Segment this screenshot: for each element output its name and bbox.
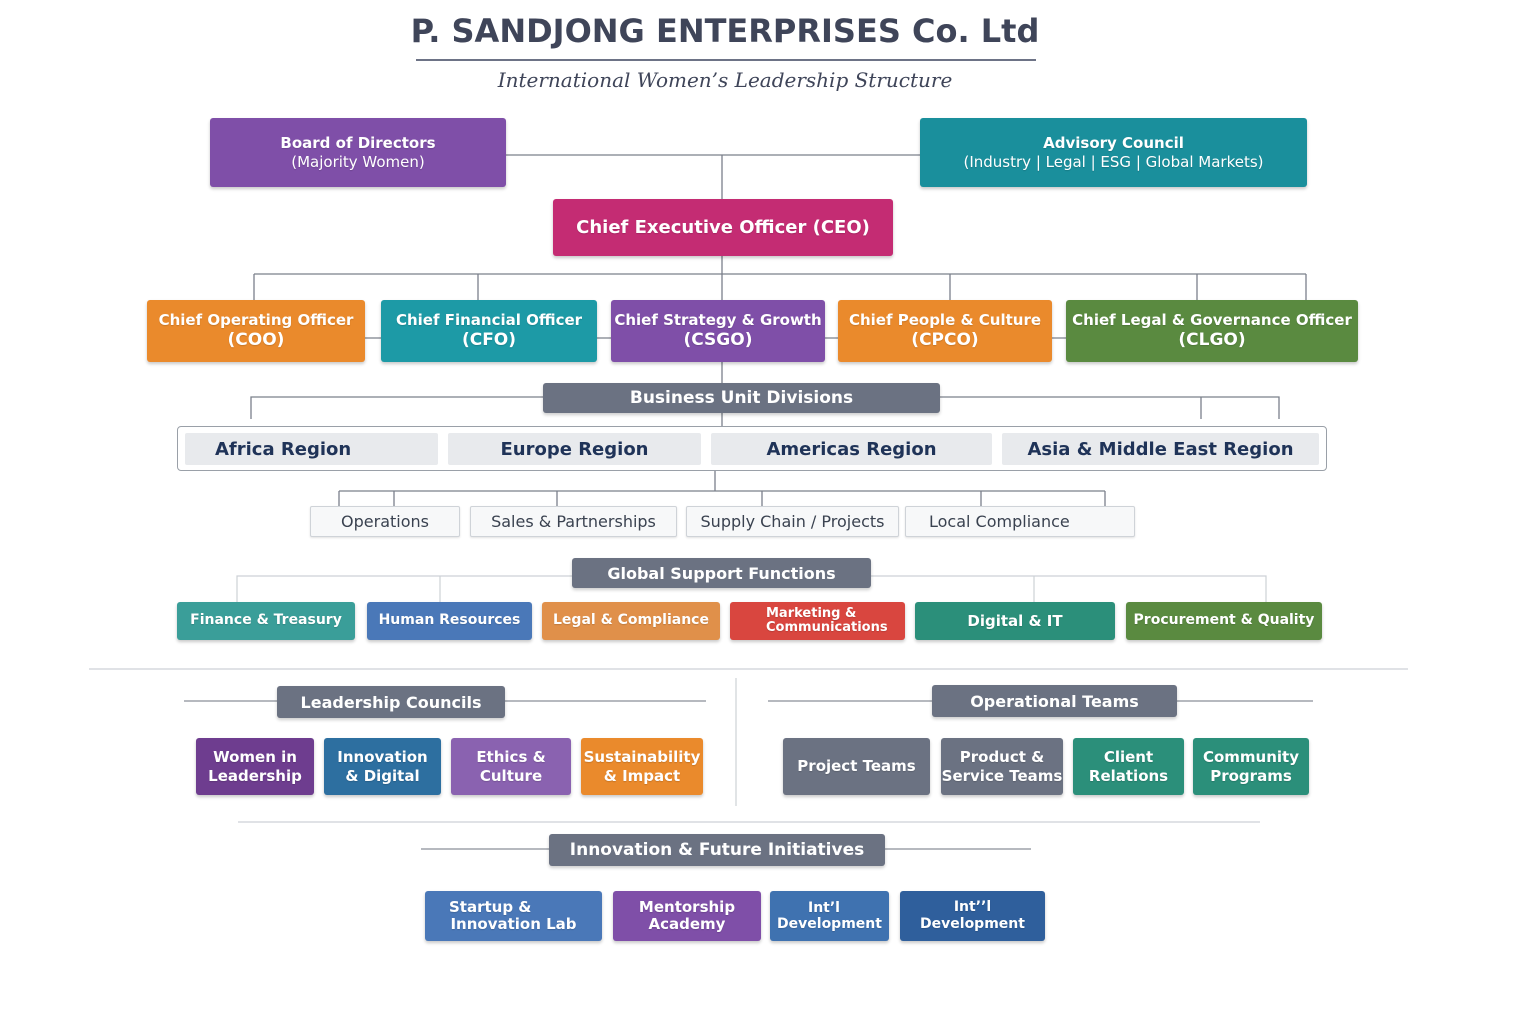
region-americas: Americas Region	[711, 433, 992, 465]
initiative-intl-development: Int’l Development	[770, 891, 889, 941]
support-marketing-communications: Marketing & Communications	[730, 602, 905, 640]
board-of-directors-box: Board of Directors (Majority Women)	[210, 118, 506, 187]
support-digital-it: Digital & IT	[915, 602, 1115, 640]
exec-coo-box: Chief Operating Officer (COO)	[147, 300, 365, 362]
function-operations: Operations	[310, 506, 460, 537]
region-europe: Europe Region	[448, 433, 701, 465]
operational-teams-header: Operational Teams	[932, 685, 1177, 717]
council-women-in-leadership: Women in Leadership	[196, 738, 314, 795]
function-sales-partnerships: Sales & Partnerships	[470, 506, 677, 537]
team-product-service: Product & Service Teams	[941, 738, 1063, 795]
advisory-council-box: Advisory Council (Industry | Legal | ESG…	[920, 118, 1307, 187]
function-supply-chain: Supply Chain / Projects	[686, 506, 899, 537]
leadership-councils-header: Leadership Councils	[277, 686, 505, 718]
support-finance-treasury: Finance & Treasury	[177, 602, 355, 640]
page-subtitle: International Women’s Leadership Structu…	[497, 68, 953, 92]
exec-cpco-box: Chief People & Culture (CPCO)	[838, 300, 1052, 362]
council-innovation-digital: Innovation & Digital	[324, 738, 441, 795]
council-ethics-culture: Ethics & Culture	[451, 738, 571, 795]
exec-csgo-box: Chief Strategy & Growth (CSGO)	[611, 300, 825, 362]
exec-drops	[253, 274, 1307, 300]
initiative-startup-lab: Startup & Innovation Lab	[425, 891, 602, 941]
exec-cfo-box: Chief Financial Officer (CFO)	[381, 300, 597, 362]
team-project-teams: Project Teams	[783, 738, 930, 795]
support-human-resources: Human Resources	[367, 602, 532, 640]
team-community-programs: Community Programs	[1193, 738, 1309, 795]
initiative-mentorship-academy: Mentorship Academy	[613, 891, 761, 941]
support-bracket	[236, 575, 1267, 602]
initiative-intl-development-2: Int’’l Development	[900, 891, 1045, 941]
support-legal-compliance: Legal & Compliance	[542, 602, 720, 640]
region-asia-middle-east: Asia & Middle East Region	[1002, 433, 1319, 465]
council-sustainability-impact: Sustainability & Impact	[581, 738, 703, 795]
function-local-compliance: Local Compliance	[905, 506, 1135, 537]
ceo-box: Chief Executive Officer (CEO)	[553, 199, 893, 256]
innovation-header: Innovation & Future Initiatives	[549, 834, 885, 866]
title-underline	[416, 59, 1036, 61]
team-client-relations: Client Relations	[1073, 738, 1184, 795]
support-procurement-quality: Procurement & Quality	[1126, 602, 1322, 640]
business-units-header: Business Unit Divisions	[543, 383, 940, 413]
global-support-header: Global Support Functions	[572, 558, 871, 588]
function-drops	[338, 491, 1106, 506]
page-title: P. SANDJONG ENTERPRISES Co. Ltd	[410, 12, 1040, 50]
support-drops	[439, 576, 1035, 602]
exec-clgo-box: Chief Legal & Governance Officer (CLGO)	[1066, 300, 1358, 362]
region-africa: Africa Region	[185, 433, 438, 465]
business-region-bracket	[250, 396, 1280, 419]
